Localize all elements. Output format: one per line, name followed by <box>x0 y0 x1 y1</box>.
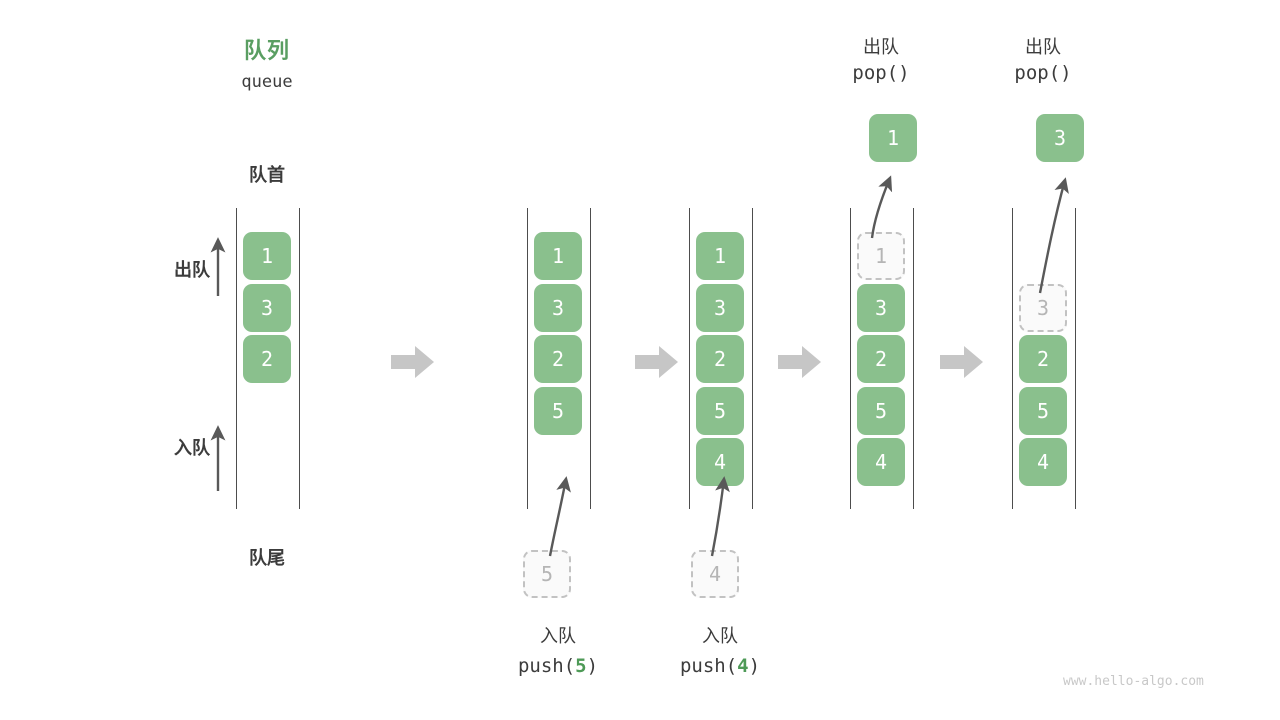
operation-label-code: push(4) <box>679 655 761 677</box>
queue-item-filled: 2 <box>696 335 744 383</box>
step-transition-arrow <box>635 345 679 383</box>
queue-item-ghost: 1 <box>857 232 905 280</box>
queue-item-filled: 3 <box>534 283 582 332</box>
incoming-element-ghost: 5 <box>523 550 571 598</box>
queue-rail-right <box>1075 208 1076 509</box>
queue-item-filled: 1 <box>243 232 291 280</box>
operation-label-code: push(5) <box>517 655 599 677</box>
step-transition-arrow <box>778 345 822 383</box>
queue-item-filled: 4 <box>857 438 905 486</box>
queue-item-filled: 4 <box>696 438 744 486</box>
queue-rail-left <box>689 208 690 509</box>
pop-3-arrow <box>1038 177 1069 294</box>
diagram-title-en: queue <box>241 72 293 92</box>
queue-rail-left <box>236 208 237 509</box>
queue-item-filled: 5 <box>857 386 905 435</box>
pop-1-arrow <box>870 175 893 239</box>
queue-item-filled: 3 <box>857 283 905 332</box>
queue-rail-left <box>850 208 851 509</box>
operation-label-code: pop() <box>852 62 910 84</box>
queue-rail-right <box>299 208 300 509</box>
step-transition-arrow <box>940 345 984 383</box>
queue-item-filled: 1 <box>534 232 582 280</box>
popped-element: 1 <box>869 114 917 162</box>
operation-label-cn: 出队 <box>863 37 899 58</box>
operation-label-cn: 出队 <box>1025 37 1061 58</box>
step-transition-arrow <box>391 345 435 383</box>
queue-item-filled: 1 <box>696 232 744 280</box>
queue-item-filled: 3 <box>696 283 744 332</box>
queue-item-filled: 5 <box>696 386 744 435</box>
operation-label-cn: 入队 <box>702 626 738 647</box>
queue-item-filled: 2 <box>1019 335 1067 383</box>
queue-rail-right <box>590 208 591 509</box>
queue-rail-left <box>1012 208 1013 509</box>
queue-rail-left <box>527 208 528 509</box>
queue-item-filled: 4 <box>1019 438 1067 486</box>
queue-item-filled: 3 <box>243 283 291 332</box>
queue-item-filled: 2 <box>243 335 291 383</box>
popped-element: 3 <box>1036 114 1084 162</box>
queue-rail-right <box>913 208 914 509</box>
operation-label-cn: 入队 <box>540 626 576 647</box>
diagram-title-cn: 队列 <box>243 39 290 64</box>
operation-label-code: pop() <box>1014 62 1072 84</box>
operation-argument: 5 <box>575 655 587 677</box>
dequeue-direction-label: 出队 <box>174 260 210 281</box>
watermark: www.hello-algo.com <box>1063 674 1204 689</box>
queue-item-filled: 5 <box>534 386 582 435</box>
push-5-arrow <box>548 476 571 557</box>
queue-front-label: 队首 <box>249 165 285 186</box>
enqueue-direction-label: 入队 <box>174 438 210 459</box>
queue-item-filled: 5 <box>1019 386 1067 435</box>
operation-argument: 4 <box>737 655 749 677</box>
queue-rear-label: 队尾 <box>249 548 285 569</box>
push-4-arrow <box>710 476 730 557</box>
queue-item-filled: 2 <box>857 335 905 383</box>
queue-item-filled: 2 <box>534 335 582 383</box>
queue-item-ghost: 3 <box>1019 283 1067 332</box>
queue-rail-right <box>752 208 753 509</box>
incoming-element-ghost: 4 <box>691 550 739 598</box>
